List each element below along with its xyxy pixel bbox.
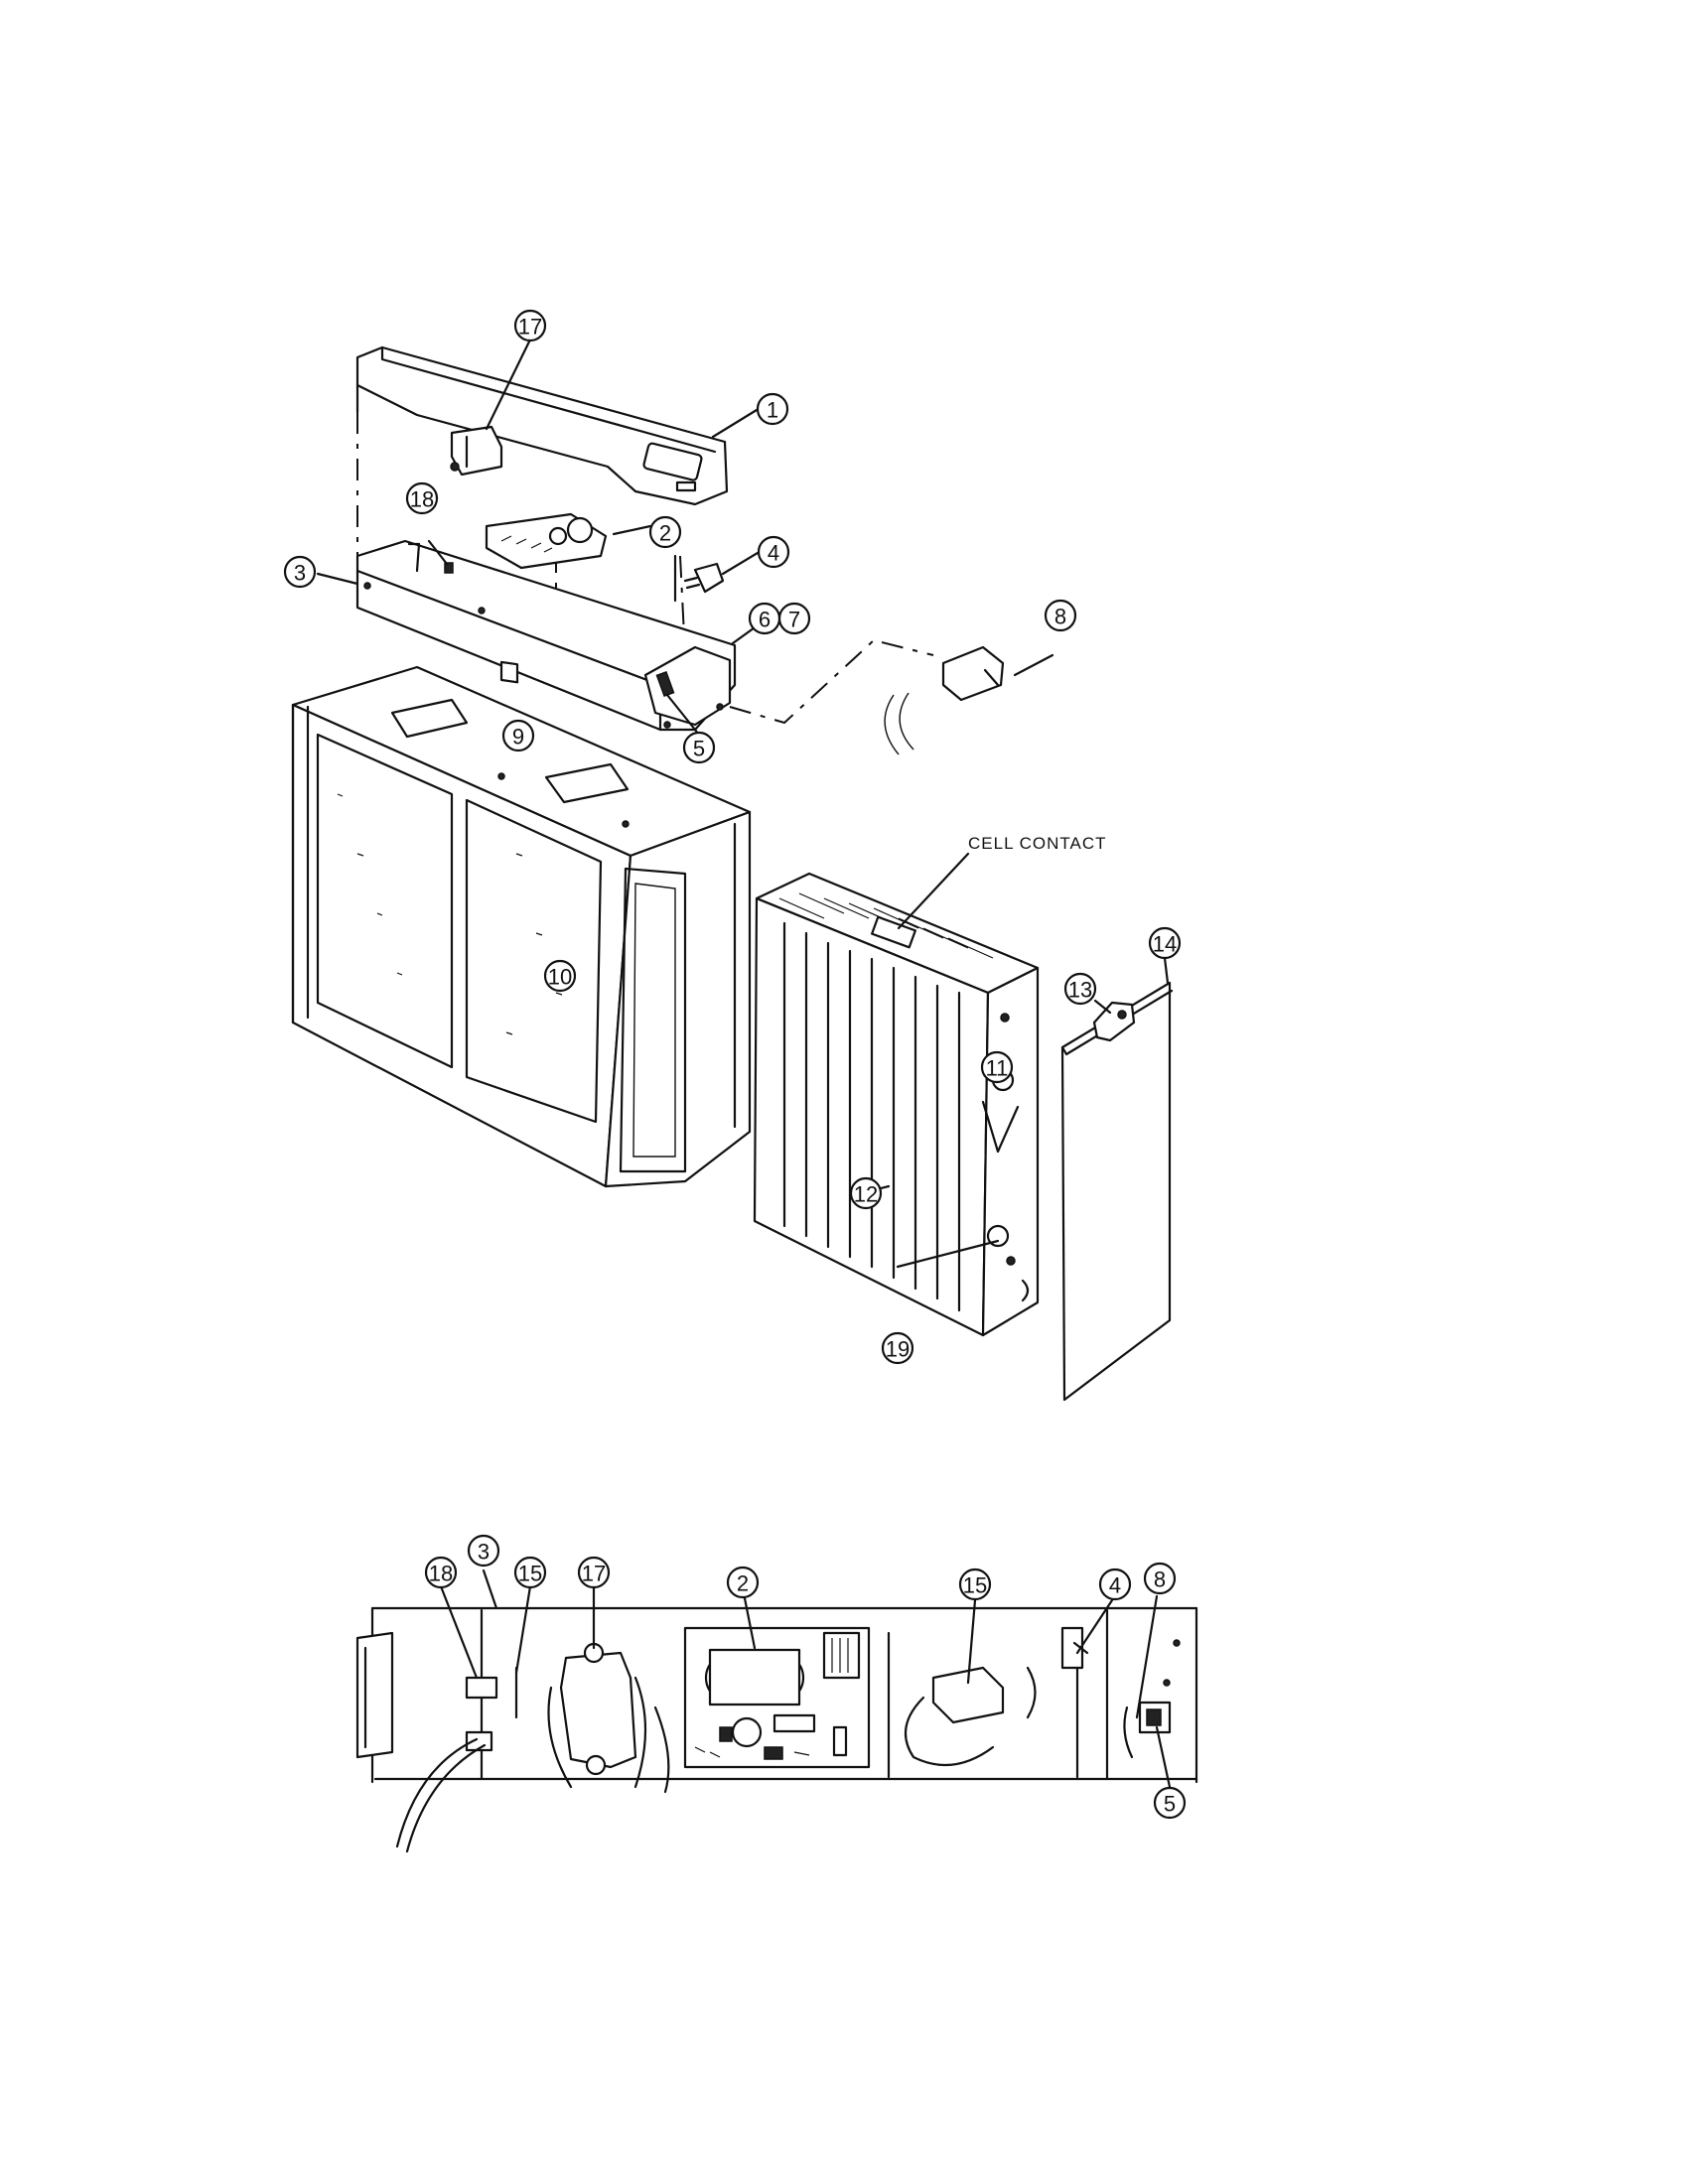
svg-text:15: 15 bbox=[518, 1562, 542, 1586]
svg-text:10: 10 bbox=[548, 965, 572, 990]
svg-text:4: 4 bbox=[1109, 1573, 1121, 1598]
svg-text:18: 18 bbox=[429, 1562, 453, 1586]
callout-5: 5 bbox=[682, 731, 716, 764]
svg-text:8: 8 bbox=[1154, 1568, 1166, 1592]
cabinet-part bbox=[291, 665, 752, 1188]
callout-17: 17 bbox=[513, 309, 547, 342]
svg-text:8: 8 bbox=[1054, 605, 1066, 629]
callout-b15a: 15 bbox=[513, 1556, 547, 1589]
callout-18: 18 bbox=[405, 481, 439, 515]
callout-10: 10 bbox=[543, 959, 577, 993]
interlock-switch-part bbox=[673, 554, 725, 603]
svg-text:5: 5 bbox=[1164, 1792, 1176, 1817]
svg-text:1: 1 bbox=[767, 398, 778, 423]
circuit-board-part bbox=[485, 512, 608, 570]
svg-text:12: 12 bbox=[854, 1182, 878, 1207]
svg-text:14: 14 bbox=[1153, 932, 1177, 957]
cell-contact-leader bbox=[897, 852, 970, 930]
callout-6: 6 bbox=[748, 602, 781, 635]
svg-text:3: 3 bbox=[478, 1540, 490, 1565]
svg-text:9: 9 bbox=[512, 725, 524, 750]
svg-text:17: 17 bbox=[518, 315, 542, 340]
callout-b3: 3 bbox=[467, 1534, 500, 1568]
svg-text:17: 17 bbox=[582, 1562, 606, 1586]
callout-11: 11 bbox=[980, 1050, 1014, 1084]
callout-3: 3 bbox=[283, 555, 317, 589]
callout-b8: 8 bbox=[1143, 1562, 1177, 1595]
callout-14: 14 bbox=[1148, 926, 1182, 960]
svg-text:18: 18 bbox=[410, 487, 434, 512]
callout-b17: 17 bbox=[577, 1556, 611, 1589]
svg-text:11: 11 bbox=[986, 1056, 1009, 1081]
callout-1: 1 bbox=[756, 392, 789, 426]
callout-b4: 4 bbox=[1098, 1568, 1132, 1601]
svg-text:5: 5 bbox=[693, 737, 705, 761]
callout-8: 8 bbox=[1044, 599, 1077, 632]
callout-b5: 5 bbox=[1153, 1786, 1187, 1820]
svg-text:13: 13 bbox=[1068, 978, 1092, 1003]
svg-text:2: 2 bbox=[659, 521, 671, 546]
callout-b2: 2 bbox=[726, 1566, 760, 1599]
top-cover-part bbox=[355, 345, 729, 506]
callout-9: 9 bbox=[501, 719, 535, 752]
callout-2: 2 bbox=[648, 515, 682, 549]
callout-b18: 18 bbox=[424, 1556, 458, 1589]
callout-12: 12 bbox=[849, 1176, 883, 1210]
access-door-part bbox=[1060, 981, 1174, 1402]
svg-text:4: 4 bbox=[768, 541, 779, 566]
bottom-callout-leaders bbox=[439, 1569, 1172, 1789]
callout-7: 7 bbox=[777, 602, 811, 635]
callout-19: 19 bbox=[881, 1331, 914, 1365]
svg-text:2: 2 bbox=[737, 1571, 749, 1596]
svg-text:19: 19 bbox=[886, 1337, 910, 1362]
end-panel-part bbox=[643, 645, 732, 729]
svg-text:6: 6 bbox=[759, 608, 771, 632]
callout-b15b: 15 bbox=[958, 1568, 992, 1601]
tray-interior-view bbox=[355, 1606, 1198, 1853]
callout-4: 4 bbox=[757, 535, 790, 569]
top-callout-leaders bbox=[316, 338, 1170, 1269]
svg-text:3: 3 bbox=[294, 561, 306, 586]
callout-13: 13 bbox=[1063, 972, 1097, 1006]
transformer-part bbox=[450, 425, 503, 477]
svg-text:15: 15 bbox=[963, 1573, 987, 1598]
fitting-part bbox=[444, 562, 454, 574]
cell-contact-label: CELL CONTACT bbox=[968, 834, 1107, 853]
electronic-cell-part bbox=[753, 872, 1040, 1337]
svg-text:7: 7 bbox=[788, 608, 800, 632]
indicator-part bbox=[729, 638, 1054, 755]
